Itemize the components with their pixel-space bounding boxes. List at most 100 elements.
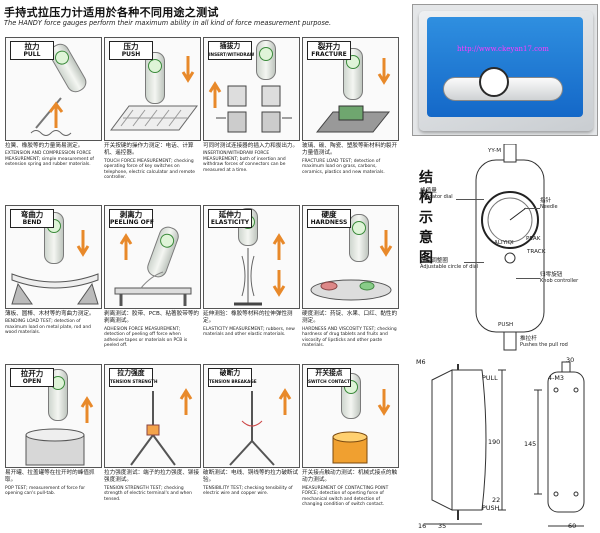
panel-open-desc-en: POP TEST; measurement of force for openi… [5,485,86,497]
peel-table-icon [114,271,192,306]
panel-tension-strength-desc-en: TENSION STRENGTH TEST; checking strength… [104,485,192,502]
force-gauge-icon [256,40,276,80]
dim-22: 22 [492,496,501,504]
dimension-drawing [424,361,585,527]
dim-35: 35 [438,522,447,530]
bend-bar-icon [11,273,99,305]
connector-icon [216,85,292,133]
push-label: PUSH [498,322,514,328]
page-title: 手持式拉压力计适用於各种不同用途之测试 [4,6,219,19]
arrow-down-icon [181,56,195,83]
panel-tension-strength-desc-zh: 拉力强度测试：端子的拉力强度、铆接强度测试。 [104,470,200,484]
force-gauge-icon [349,214,369,262]
panel-peel-desc-zh: 剥离测试：胶带、PCB、粘著胶带等的剥离测试。 [104,311,200,325]
dim-m6: M6 [416,358,426,366]
structure-diagram [475,144,545,351]
hardness-plate-icon [310,279,392,301]
structure-title: 结 构 示 意 图 [419,170,433,266]
force-gauge-icon [343,48,363,100]
arrow-down-icon [76,230,90,257]
panel-push-desc-zh: 开关按键的操作力测定：电话、计算机、遥控器。 [104,143,194,157]
dim-60: 60 [568,522,577,530]
panel-insert-desc-zh: 可同时测试连接器的插入力和拔出力。 [203,143,299,149]
dim-145: 145 [524,440,537,448]
dim-push: PUSH [482,504,500,512]
panel-elasticity-desc-en: ELASTICITY MEASUREMENT; rubbers, new mat… [203,326,295,338]
panel-switch-contact-desc-zh: 开关接点触动力测试：机械式接点的触动力测试。 [302,470,398,484]
panel-fracture-desc-en: FRACTURE LOAD TEST; detection of maximum… [302,158,385,175]
panel-peel-desc-en: ADHESION FORCE MEASUREMENT; detection of… [104,326,188,349]
arrow-down-icon [377,389,391,416]
panel-breakage-desc-zh: 破断测试：电线、铜线等的拉力破断试验。 [203,470,299,484]
panel-hardness-desc-zh: 硬度测试：药锭、水果、口红、黏性的测定。 [302,311,398,325]
dim-190: 190 [488,438,501,446]
terminal-stand-icon [130,391,176,466]
panel-breakage-desc-en: TENSIBILITY TEST; checking tensibility o… [203,485,293,497]
arrow-up-icon [208,81,222,108]
arrow-up-icon [48,101,64,128]
arrow-down-icon [272,270,286,297]
panel-elasticity-desc-zh: 延伸测验：橡胶等材料的拉伸弹性测定。 [203,311,293,325]
panel-bend-desc-en: BENDING LOAD TEST; detection of maximum … [5,319,91,336]
fracture-block-icon [315,105,391,133]
arrow-up-icon [272,233,286,260]
track-label: TRACK [527,249,546,255]
wire-stand-icon [229,391,275,466]
panel-fracture-desc-zh: 玻璃、碳、陶瓷、塑胶等新材料的裂开力量值测试。 [302,143,398,157]
arrow-down-icon [377,58,391,85]
arrow-up-icon [179,388,193,415]
brand-label: ALIYIQI [494,240,514,246]
model-label: YY-M [488,148,502,154]
panel-pull-desc-en: EXTENSION AND COMPRESSION FORCE MEASUREM… [5,151,94,168]
elastic-sample-icon [234,248,262,306]
dim-4-m3: 4-M3 [548,374,564,382]
panel-hardness-desc-en: HARDNESS AND VISCOSITY TEST; checking ha… [302,326,397,349]
dim-pull: PULL [482,374,498,382]
case-foam-insert [427,17,583,117]
force-gauge-icon [145,52,165,104]
arrow-up-icon [278,388,292,415]
panel-open-desc-zh: 易开罐、拉盖罐等在拉开时的峰值抓取。 [5,470,95,484]
panel-push-desc-en: TOUCH FORCE MEASUREMENT; checking operat… [104,158,195,181]
keyboard-icon [110,105,198,131]
panel-pull-desc-zh: 拉簧、橡胶等的力量简易测定。 [5,143,84,149]
panel-insert-desc-en: INSERTION/WITHDRAW FORCE MEASUREMENT; bo… [203,151,286,174]
arrow-up-icon [80,396,94,423]
watermark-url: http://www.ckeyan17.com [457,45,549,53]
arrow-down-icon [379,230,393,257]
panel-switch-contact-desc-en: MEASUREMENT OF CONTACTING POINT FORCE; d… [302,485,389,508]
